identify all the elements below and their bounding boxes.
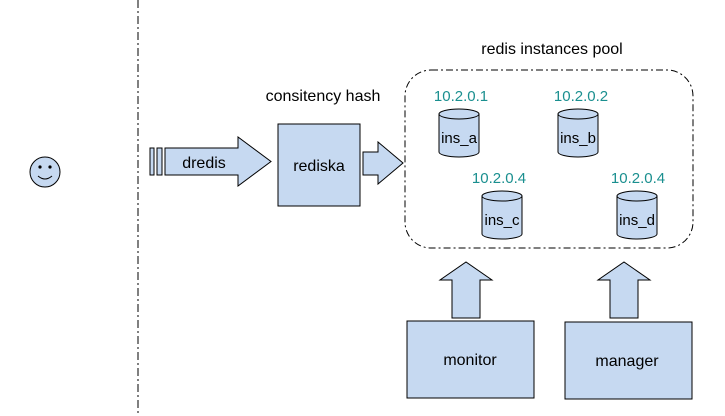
manager-label: manager <box>595 353 659 370</box>
instance-ins-b: 10.2.0.2 ins_b <box>554 88 608 158</box>
manager-up-arrow <box>596 261 652 319</box>
instance-ins-c: 10.2.0.4 ins_c <box>472 170 526 240</box>
monitor-up-arrow <box>438 261 494 319</box>
instance-ins-d: 10.2.0.4 ins_d <box>611 170 665 240</box>
instance-name: ins_b <box>560 130 596 147</box>
instance-ip: 10.2.0.4 <box>611 170 665 187</box>
pool-title: redis instances pool <box>481 41 622 58</box>
instance-name: ins_a <box>441 130 478 147</box>
instance-ip: 10.2.0.4 <box>472 170 526 187</box>
monitor-node: monitor <box>406 320 535 399</box>
instances-pool-boundary <box>404 69 694 249</box>
instance-name: ins_d <box>619 212 655 229</box>
instance-ip: 10.2.0.1 <box>434 88 488 105</box>
smiley-face-icon <box>29 156 61 188</box>
manager-node: manager <box>564 321 693 400</box>
dredis-label: dredis <box>182 155 226 172</box>
instance-ins-a: 10.2.0.1 ins_a <box>434 88 488 158</box>
instance-name: ins_c <box>484 212 520 229</box>
monitor-label: monitor <box>443 352 497 369</box>
rediska-node: rediska <box>277 123 404 207</box>
rediska-label: rediska <box>293 158 345 175</box>
dredis-arrow: dredis <box>149 136 272 187</box>
hash-title: consitency hash <box>266 88 381 105</box>
instance-ip: 10.2.0.2 <box>554 88 608 105</box>
